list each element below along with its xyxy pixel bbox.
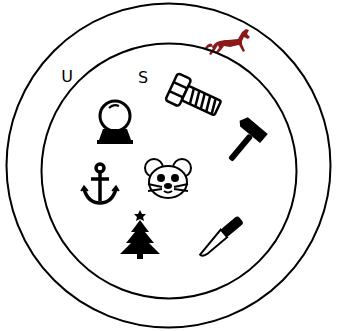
bolt-icon	[165, 73, 224, 122]
crystal-ball-icon	[97, 101, 133, 144]
tree-icon	[120, 210, 160, 259]
circle-border	[42, 44, 297, 299]
anchor-icon	[81, 164, 119, 203]
set-label: S	[138, 70, 148, 86]
circle-outline	[40, 42, 298, 300]
set-label: U	[61, 69, 73, 85]
hammer-icon	[216, 115, 267, 168]
knife-icon	[196, 215, 244, 257]
set-circle: S	[40, 42, 298, 300]
mouse-icon	[145, 159, 191, 198]
circle-outline	[5, 2, 332, 329]
circle-border	[7, 4, 331, 328]
set-circle: US	[5, 2, 332, 329]
